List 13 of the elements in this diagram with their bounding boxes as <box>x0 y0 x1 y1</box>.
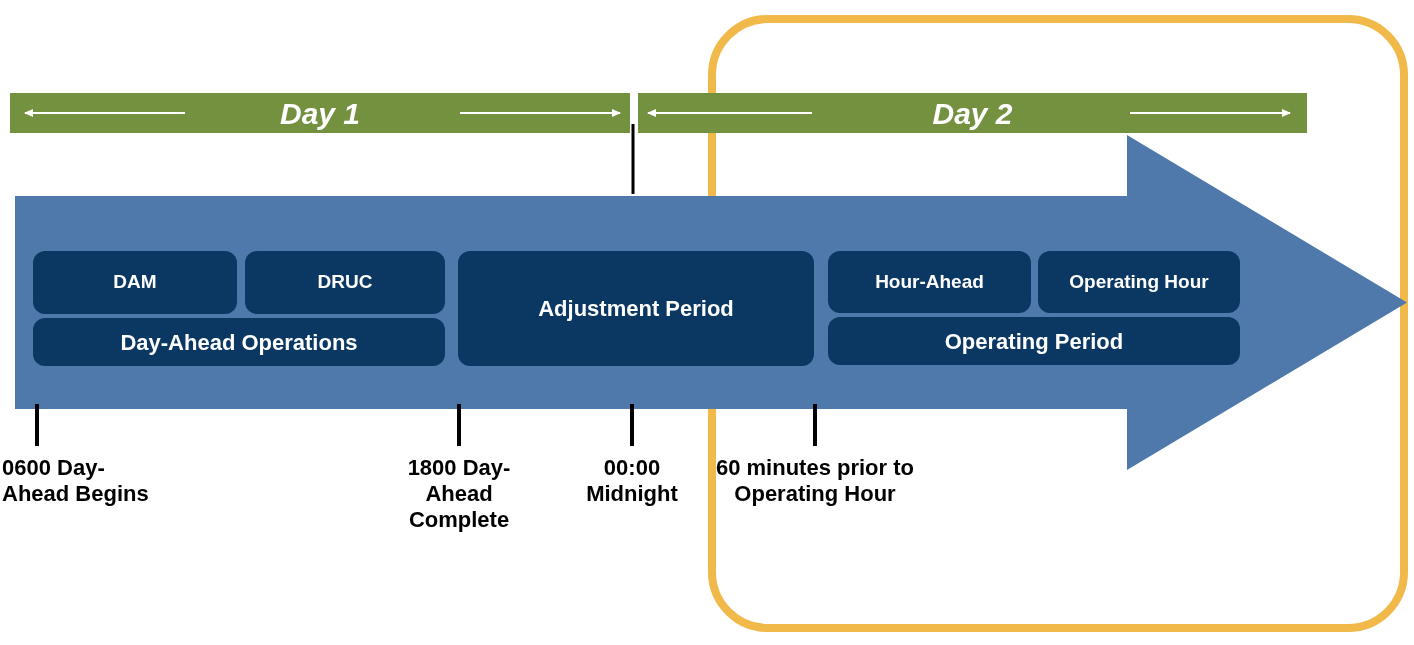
phase-box: Operating Hour <box>1038 251 1240 313</box>
time-label: 1800 Day-Ahead Complete <box>406 455 512 533</box>
phase-box: Day-Ahead Operations <box>33 318 445 366</box>
phase-box: Operating Period <box>828 317 1240 365</box>
phase-box: DAM <box>33 251 237 314</box>
time-label: 00:00 Midnight <box>585 455 679 507</box>
time-label: 60 minutes prior to Operating Hour <box>714 455 915 507</box>
phase-box: DRUC <box>245 251 445 314</box>
time-label: 0600 Day-Ahead Begins <box>2 455 150 507</box>
phase-box: Adjustment Period <box>458 251 814 366</box>
day-banner: Day 2 <box>638 93 1307 133</box>
day-banner: Day 1 <box>10 93 630 133</box>
phase-box: Hour-Ahead <box>828 251 1031 313</box>
